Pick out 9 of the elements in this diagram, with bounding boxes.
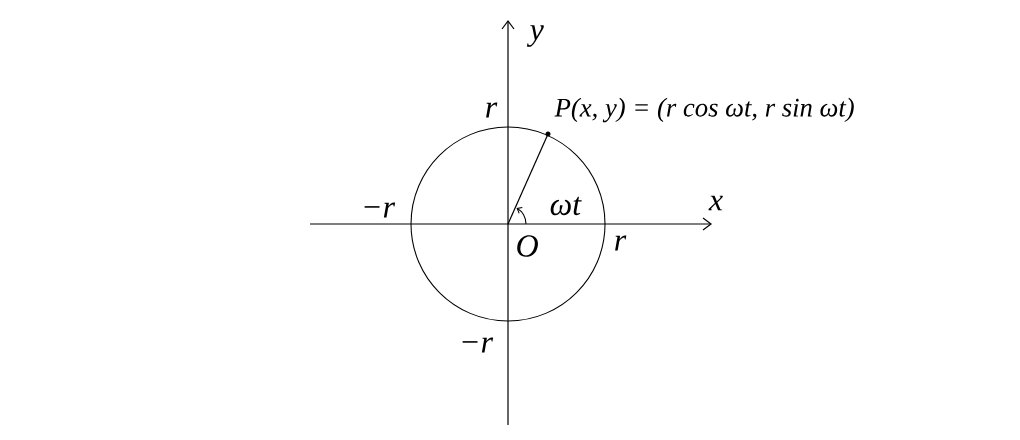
axis-label: O (517, 235, 538, 257)
axis-label: y (526, 25, 544, 47)
axis-label: P(x, y) = (r cos ωt, r sin ωt) (554, 97, 854, 123)
axis-label: −r (364, 202, 396, 218)
axis-label: x (708, 195, 723, 211)
axis-label: −r (462, 337, 494, 353)
axis-label: ωt (550, 196, 582, 216)
axis-label: r (615, 235, 627, 251)
axis-label: r (486, 102, 498, 118)
